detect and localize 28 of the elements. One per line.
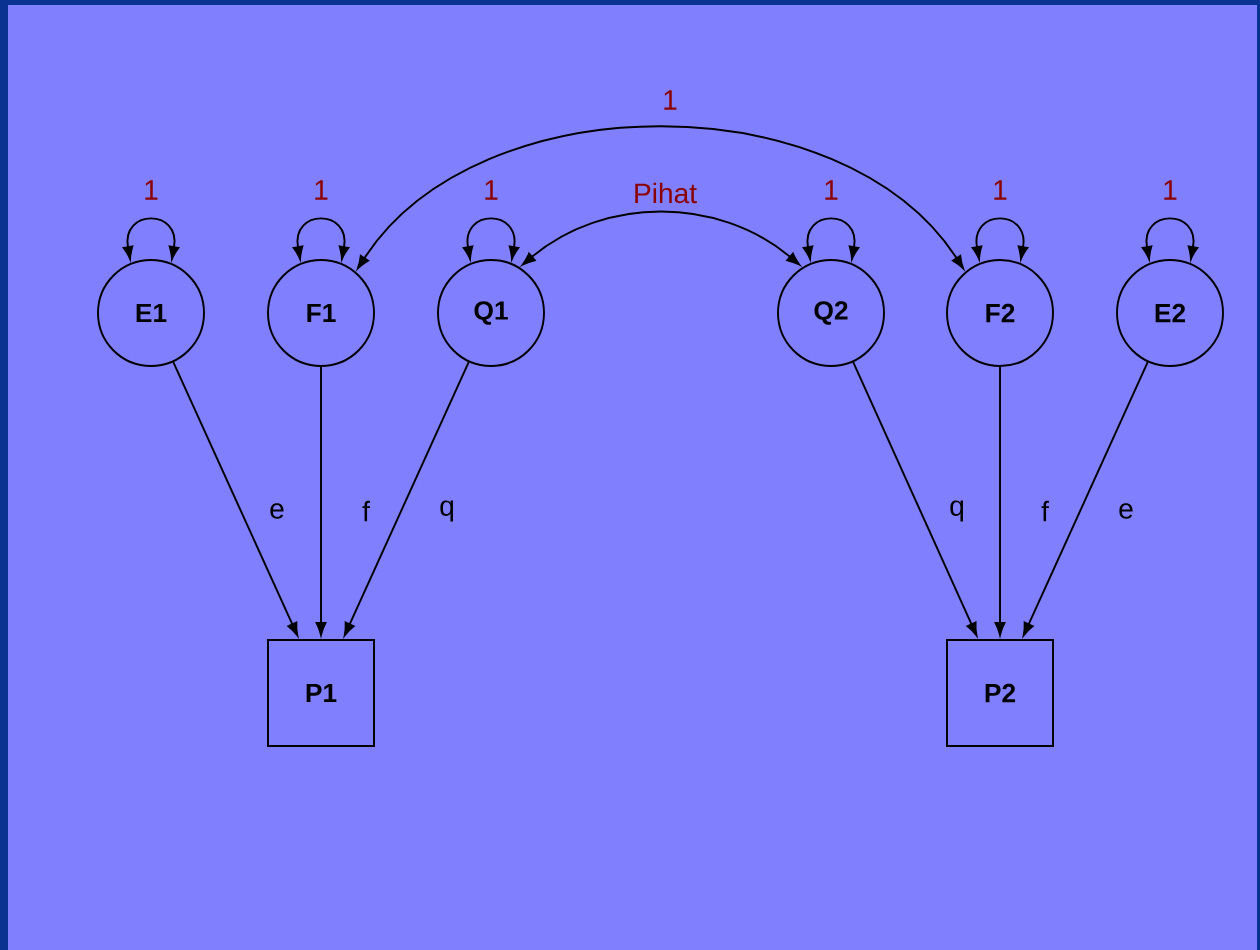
loop-arrow: [802, 217, 860, 260]
edge-label: q: [947, 498, 967, 524]
path-arrow: [852, 361, 978, 637]
loop-arrow: [462, 217, 520, 260]
path-arrow: [1022, 361, 1149, 637]
edge-label: 1: [311, 178, 331, 202]
loop-arrow: [122, 217, 180, 260]
edge-label: q: [437, 498, 457, 524]
edge-label: Pihat: [631, 180, 699, 206]
path-arrow: [172, 361, 299, 637]
curved-arrow: [357, 125, 964, 270]
edge-label: 1: [481, 178, 501, 202]
loop-arrow: [292, 217, 350, 260]
path-arrow: [315, 366, 327, 636]
edge-label: 1: [141, 178, 161, 202]
loop-arrow: [1141, 217, 1199, 260]
edge-label: 1: [1160, 178, 1180, 202]
loop-arrow: [971, 217, 1029, 260]
edge-label: f: [360, 499, 372, 523]
observed-box: P1: [267, 639, 375, 747]
edge-label: 1: [660, 88, 680, 112]
path-arrow: [994, 366, 1006, 636]
curved-arrow: [521, 210, 801, 266]
edge-label: 1: [990, 178, 1010, 202]
path-arrow: [343, 361, 470, 637]
edge-label: 1: [821, 178, 841, 202]
edge-label: f: [1039, 499, 1051, 523]
observed-box: P2: [946, 639, 1054, 747]
